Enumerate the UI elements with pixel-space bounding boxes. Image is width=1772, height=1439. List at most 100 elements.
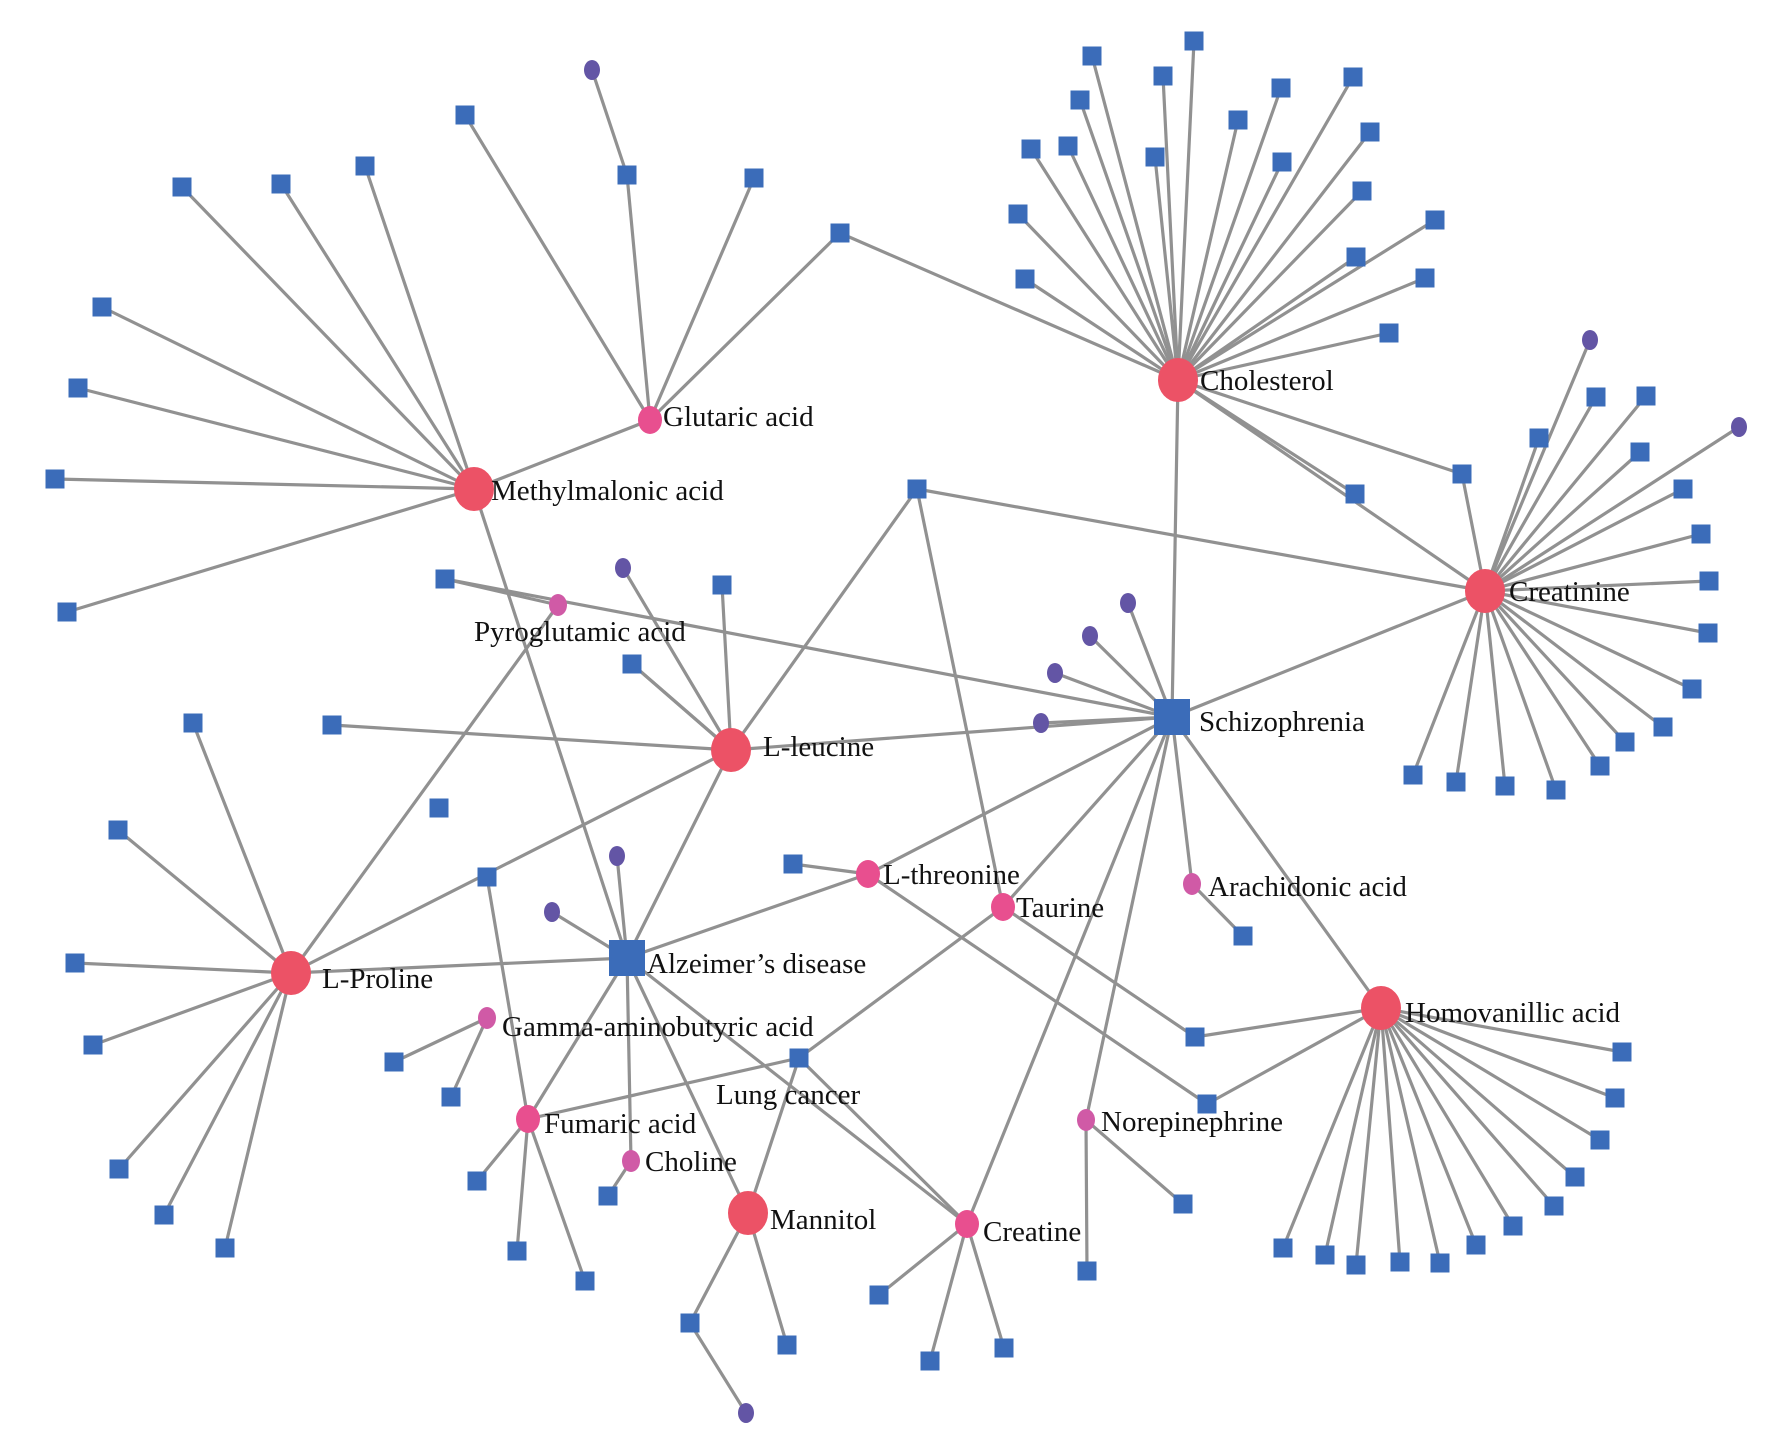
edge [223, 971, 293, 1250]
edge [1176, 86, 1283, 382]
label-norepinephrine: Norepinephrine [1101, 1106, 1283, 1138]
edge [1483, 338, 1592, 593]
edge [1176, 39, 1196, 382]
edge [1090, 54, 1180, 382]
square-node [1343, 67, 1363, 87]
edge [1023, 277, 1180, 382]
edge [1126, 601, 1174, 719]
edge [915, 487, 1487, 593]
edge [1176, 130, 1372, 382]
edge [1053, 671, 1174, 719]
edge [1379, 1006, 1617, 1100]
edge [1176, 331, 1391, 382]
node-creatine [955, 1210, 979, 1238]
edge [1483, 579, 1711, 593]
edge [1379, 1006, 1478, 1247]
square-node [994, 1338, 1014, 1358]
network-edges [53, 39, 1741, 1415]
edge [791, 862, 870, 876]
edge [729, 715, 1174, 752]
node-creatinine [1465, 569, 1505, 613]
square-node [1315, 1245, 1335, 1265]
label-creatine: Creatine [983, 1216, 1081, 1248]
dot-node [1731, 417, 1747, 437]
square-node [1184, 31, 1204, 51]
square-node [907, 479, 927, 499]
node-alzheimer [609, 940, 645, 976]
edge [73, 961, 293, 975]
edge [526, 956, 629, 1121]
square-node [467, 1171, 487, 1191]
square-node [57, 602, 77, 622]
square-node [1682, 679, 1702, 699]
node-fumaric [516, 1105, 540, 1133]
square-node [1698, 623, 1718, 643]
node-norepinephrine [1077, 1109, 1095, 1131]
square-node [1590, 756, 1610, 776]
square-node [1529, 428, 1549, 448]
edge [472, 418, 652, 491]
square-node [744, 168, 764, 188]
square-node [869, 1285, 889, 1305]
edge [289, 748, 733, 975]
square-node [83, 1035, 103, 1055]
square-node [1615, 732, 1635, 752]
edge [625, 173, 652, 422]
edge [1323, 1006, 1383, 1257]
edge [625, 956, 633, 1163]
edge [1039, 715, 1174, 725]
edge [1170, 378, 1180, 719]
edge [1483, 589, 1694, 691]
label-mannitol: Mannitol [770, 1204, 876, 1236]
square-node [1015, 269, 1035, 289]
edge [621, 566, 733, 752]
edge [928, 1222, 969, 1363]
square-node [322, 715, 342, 735]
edge [53, 477, 476, 491]
square-node [1691, 524, 1711, 544]
square-node [680, 1313, 700, 1333]
edge [965, 1222, 1006, 1350]
node-lungcancer [789, 1048, 809, 1068]
dot-node [544, 902, 560, 922]
square-node [271, 174, 291, 194]
edge [1379, 1006, 1515, 1228]
edge [1483, 589, 1507, 788]
square-node [1503, 1216, 1523, 1236]
square-node [68, 378, 88, 398]
label-choline: Choline [645, 1146, 737, 1178]
edge [1379, 1006, 1624, 1054]
square-node [1058, 136, 1078, 156]
edge [625, 872, 870, 960]
edge [625, 748, 733, 960]
edge [1379, 1006, 1556, 1208]
edge [330, 723, 733, 752]
edge [915, 487, 1005, 909]
edge [1016, 212, 1180, 382]
edge [279, 182, 476, 491]
edge [1379, 1006, 1602, 1142]
edge [116, 828, 293, 975]
edge [1483, 450, 1642, 593]
edge [1176, 276, 1427, 382]
square-node [1390, 1252, 1410, 1272]
square-node [1699, 571, 1719, 591]
edge [1483, 436, 1541, 593]
edge [1176, 218, 1437, 382]
square-node [830, 223, 850, 243]
square-node [435, 569, 455, 589]
edge [1483, 589, 1710, 635]
edge [1170, 715, 1383, 1010]
network-labels: Cholesterol Glutaric acid Methylmalonic … [322, 365, 1630, 1248]
node-choline [622, 1150, 640, 1172]
square-node [108, 820, 128, 840]
edge [472, 487, 629, 960]
label-homovanillic-acid: Homovanillic acid [1405, 997, 1621, 1029]
square-node [1070, 90, 1090, 110]
dot-node [1033, 713, 1049, 733]
label-pyroglutamic-acid: Pyroglutamic acid [474, 616, 686, 648]
edge [1084, 1118, 1185, 1206]
dot-node [615, 558, 631, 578]
square-node [712, 575, 732, 595]
